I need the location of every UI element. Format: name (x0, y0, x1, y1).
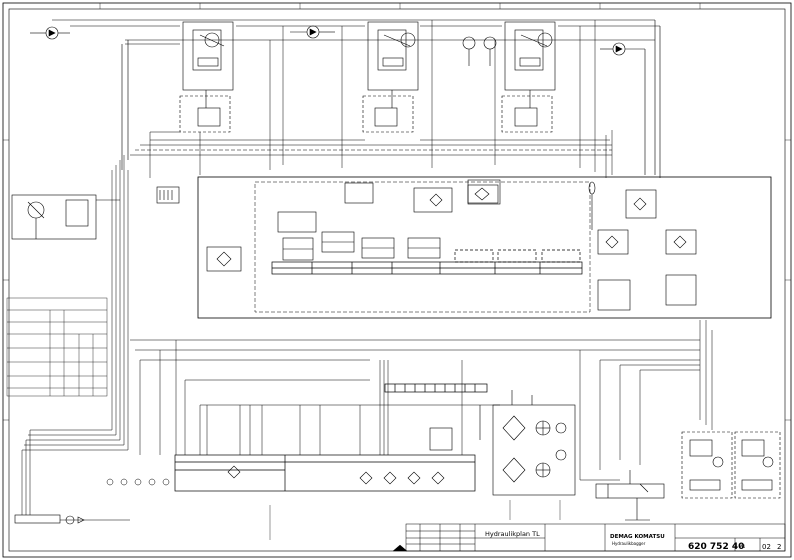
tank-lower-right (595, 470, 665, 521)
lower-sensors-left (106, 478, 170, 486)
distributor-feed-pipes (130, 339, 700, 455)
drawing-number: 620 752 40 (688, 542, 744, 552)
left-pipe-bundle (21, 155, 129, 515)
distributor-block (174, 454, 476, 492)
valve-group-dashed (254, 181, 591, 313)
valve-block-frame (197, 176, 772, 319)
manifold-bar-lower (384, 383, 488, 393)
distributor-filters (227, 465, 445, 485)
tank-symbol-left (156, 186, 180, 204)
sheet-number: 02 (762, 543, 771, 551)
sheet-count: 2 (777, 543, 781, 551)
valve-bank-bar (271, 249, 583, 275)
inner-frame (8, 8, 786, 552)
drawing-title: Hydraulikplan TL (485, 530, 540, 538)
header-pipes (52, 19, 661, 178)
pump-left (11, 194, 120, 240)
pump-station-right (501, 21, 556, 133)
company-name: DEMAG KOMATSU (610, 534, 665, 540)
return-pipes-upper (130, 20, 613, 178)
control-valve-sections (277, 182, 499, 261)
pump-station-left (179, 21, 234, 133)
filter-modules (206, 179, 697, 311)
settings-table (6, 297, 108, 397)
title-block-grid (405, 523, 786, 552)
sheet-index: A1 (740, 544, 746, 549)
company-subtitle: Hydraulikbagger (612, 541, 646, 546)
bottom-markers (269, 500, 561, 552)
left-lower-tank (14, 514, 130, 525)
motor-symbols-top (30, 25, 645, 66)
frame-zone-ticks (3, 3, 791, 421)
right-lower-pipes (579, 320, 713, 481)
cooler-section (429, 390, 576, 496)
pump-station-middle (362, 21, 419, 133)
boom-cylinder-right (734, 431, 781, 499)
boom-cylinder-left (681, 431, 733, 499)
